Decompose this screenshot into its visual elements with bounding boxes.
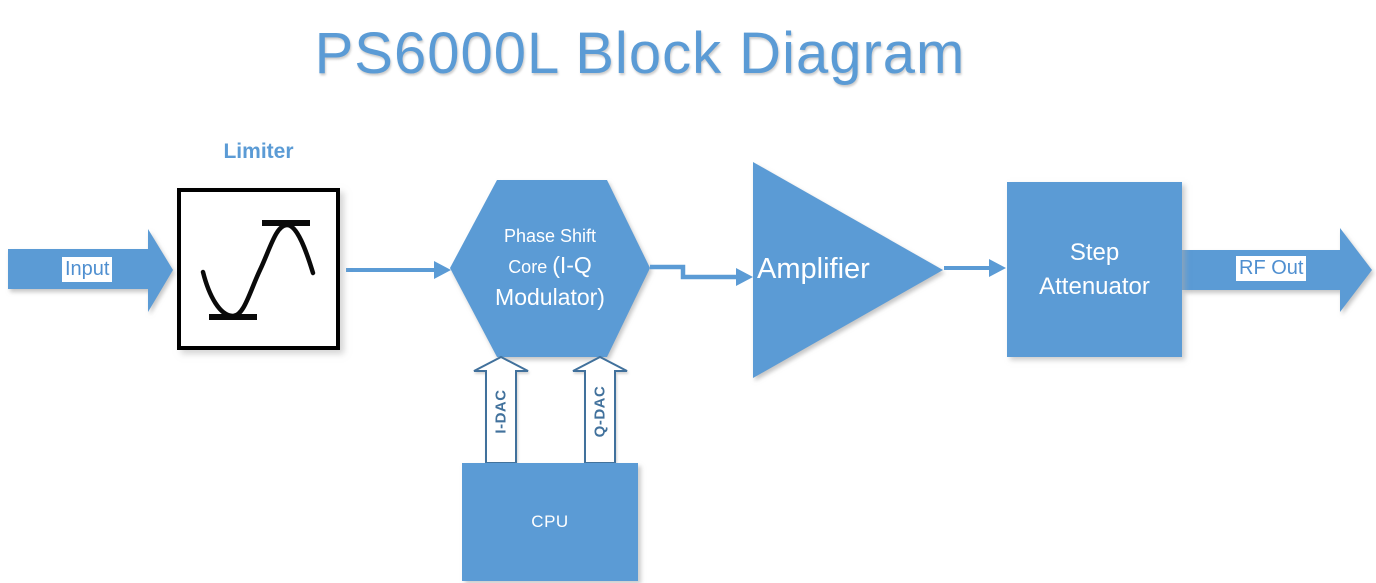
q-dac-arrow [572,355,628,464]
arrowhead-icon [434,261,451,279]
rf-out-arrow-label: RF Out [1236,256,1307,281]
phase-shift-core-label-large: (I-Q Modulator) [495,252,605,311]
phase-shift-core-hexagon [450,180,650,357]
limiter-box [177,188,340,350]
arrowhead-icon [736,268,753,286]
phase-shift-core-label-small: Phase Shift Core [503,225,597,277]
step-attenuator-label: Step Attenuator [1039,238,1150,300]
i-dac-arrow [473,355,529,464]
diagram-title: PS6000L Block Diagram [314,21,966,86]
connector-limiter-to-core [346,261,451,279]
cpu-label: CPU [531,512,569,531]
amplifier-label: Amplifier [757,253,870,285]
phase-shift-core-label: Phase Shift Core (I-Q Modulator) [470,180,630,357]
connector-core-to-amplifier [650,264,753,286]
connector-amplifier-to-attenuator [944,259,1006,277]
input-arrow-label: Input [62,257,113,282]
limiter-label: Limiter [223,140,294,163]
step-attenuator-box [1007,182,1182,357]
arrowhead-icon [989,259,1006,277]
i-dac-label: I-DAC [492,389,510,434]
cpu-box [462,463,638,581]
q-dac-label: Q-DAC [591,385,609,438]
clipped-sine-wave-icon [200,220,316,320]
amplifier-triangle [753,162,943,378]
